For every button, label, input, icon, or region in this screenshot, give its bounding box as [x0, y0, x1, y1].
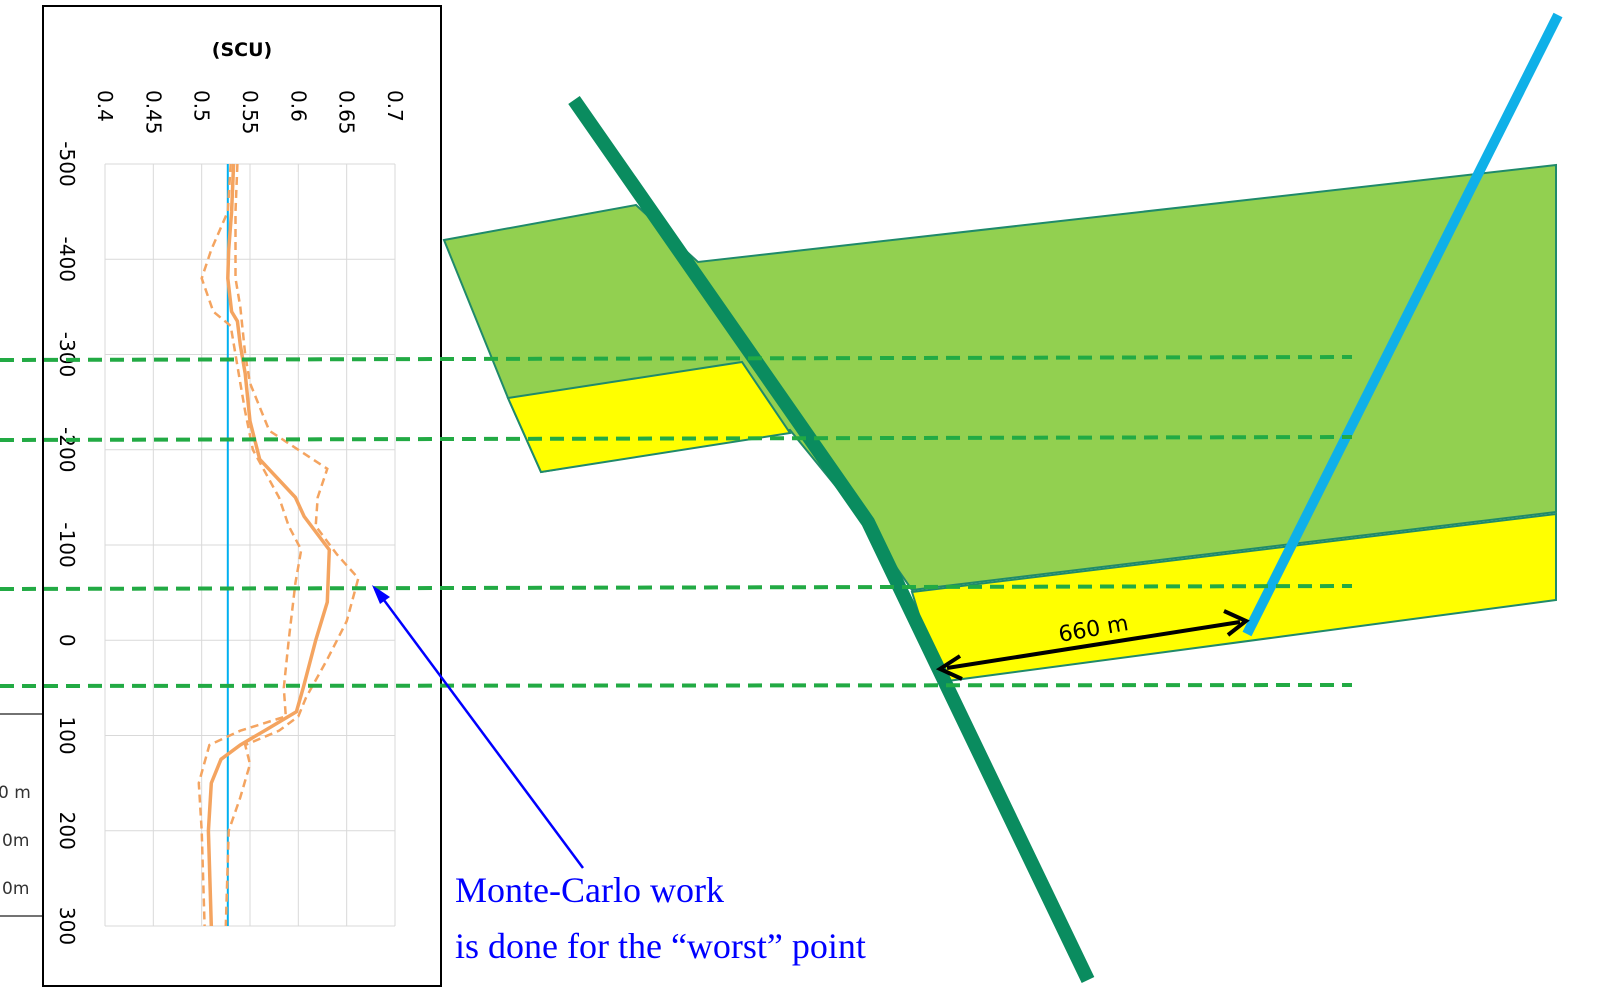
x-tick-label: 0.5 — [190, 90, 214, 122]
legend-entry-3: 0m — [2, 879, 29, 899]
annotation-arrow — [372, 585, 585, 869]
x-tick-label: 0.7 — [383, 90, 407, 122]
legend-box: 0 m 0m 0m — [0, 713, 44, 917]
well-line — [1242, 12, 1563, 637]
guide-line-2 — [0, 435, 1353, 442]
guide-line-4 — [0, 683, 1353, 688]
note-line-2: is done for the “worst” point — [455, 926, 866, 966]
y-tick-label: -400 — [55, 237, 79, 282]
y-tick-label: -100 — [55, 522, 79, 567]
x-tick-label: 0.65 — [335, 90, 359, 135]
series-line-solid-orange — [206, 163, 332, 927]
x-tick-label: 0.6 — [286, 90, 310, 122]
upper-yellow-band — [506, 360, 792, 474]
y-tick-label: 200 — [55, 812, 79, 850]
chart-frame — [42, 5, 442, 987]
series-line-dashed-orange — [197, 163, 303, 927]
x-axis-ticks: 0.4 0.45 0.5 0.55 0.6 0.65 0.7 — [93, 90, 407, 135]
y-tick-label: 0 — [55, 634, 79, 647]
x-tick-label: 0.4 — [93, 90, 117, 122]
legend-entry-2: 0m — [2, 831, 29, 851]
fault-line — [568, 95, 1095, 984]
y-axis-ticks: -500 -400 -300 -200 -100 0 100 200 300 — [55, 141, 79, 945]
y-tick-label: 100 — [55, 716, 79, 754]
legend-entry-1: 0 m — [0, 783, 31, 803]
guide-line-1 — [0, 355, 1353, 362]
y-tick-label: -500 — [55, 141, 79, 186]
guide-line-3 — [0, 584, 1353, 591]
guide-lines — [0, 355, 1353, 688]
series-group — [197, 163, 360, 927]
series-line-dashed-orange — [224, 163, 360, 927]
y-tick-label: -300 — [55, 332, 79, 377]
y-tick-label: -200 — [55, 427, 79, 472]
chart-title: (SCU) — [212, 39, 272, 61]
x-tick-label: 0.45 — [141, 90, 165, 135]
grid — [104, 163, 396, 927]
upper-green-layer — [442, 163, 1557, 592]
note-line-1: Monte-Carlo work — [455, 870, 724, 910]
y-tick-label: 300 — [55, 907, 79, 945]
distance-arrow — [935, 609, 1250, 681]
x-tick-label: 0.55 — [238, 90, 262, 135]
